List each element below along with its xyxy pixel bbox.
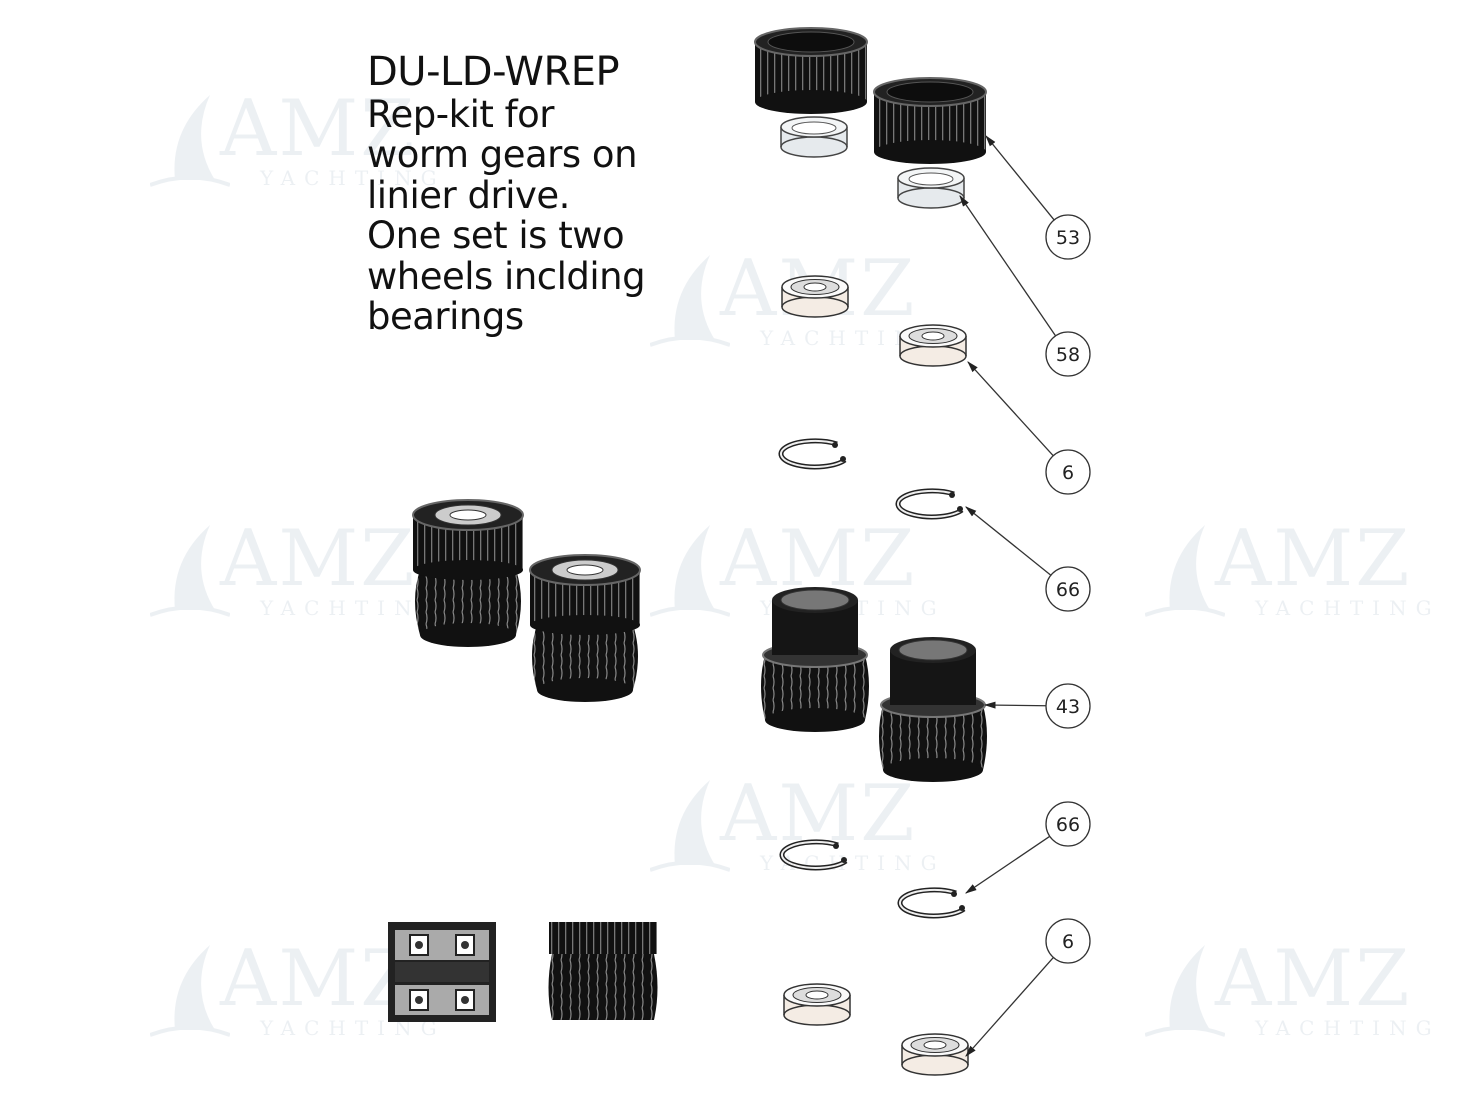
callout-gear-ring: 53 (985, 135, 1091, 260)
callout-circle (1045, 683, 1091, 729)
callout-circle (1045, 331, 1091, 377)
sail-logo-icon (1145, 525, 1225, 617)
circlip-part (782, 842, 847, 868)
description-line: bearings (367, 295, 524, 338)
callout-label: 6 (1062, 462, 1074, 484)
leader-line (985, 135, 1055, 221)
description-line: linier drive. (367, 173, 570, 217)
ball-bearing-part (783, 983, 851, 1026)
watermark-sub: YACHTING (260, 166, 446, 190)
circlip-part (898, 491, 963, 517)
leader-line (965, 506, 1052, 576)
callout-label: 58 (1056, 344, 1080, 366)
watermark-brand: AMZ (1215, 934, 1412, 1024)
circlip-part (900, 890, 965, 916)
callout-label: 53 (1056, 227, 1080, 249)
callout-circle (1045, 449, 1091, 495)
callout-circle (1045, 214, 1091, 260)
watermark-brand: AMZ (220, 934, 417, 1024)
callout-label: 66 (1056, 579, 1080, 601)
leader-line (959, 195, 1057, 337)
watermark-sub: YACHTING (1255, 1016, 1441, 1040)
watermark-sub: YACHTING (260, 596, 446, 620)
description-line: Rep-kit for (367, 92, 555, 136)
spacer-washer-part (897, 167, 965, 209)
title-block: DU-LD-WREP Rep-kit for worm gears on lin… (367, 49, 646, 338)
assembled-wheel (412, 499, 524, 648)
callout-circlip: 66 (965, 506, 1091, 612)
ball-bearing-part (899, 324, 967, 367)
kit-code: DU-LD-WREP (367, 49, 620, 95)
description-line: One set is two (367, 214, 625, 257)
sail-logo-icon (650, 525, 730, 617)
ball-bearing-part (901, 1033, 969, 1076)
sail-logo-icon (650, 780, 730, 872)
leader-line (967, 361, 1054, 457)
leader-line (983, 701, 1047, 709)
watermark-brand: AMZ (220, 84, 417, 174)
description-line: worm gears on (367, 133, 638, 176)
callout-label: 66 (1056, 814, 1080, 836)
sail-logo-icon (650, 255, 730, 347)
worm-wheel-part (878, 636, 988, 783)
worm-wheel-part (760, 586, 870, 733)
leader-line (965, 957, 1054, 1057)
wheel-side-view (548, 922, 658, 1020)
watermark-brand: AMZ (1215, 514, 1412, 604)
description-line: wheels inclding (367, 254, 646, 298)
ball-bearing-part (781, 275, 849, 318)
watermark-sub: YACHTING (1255, 596, 1441, 620)
circlip-part (781, 441, 846, 467)
assembled-wheel (529, 554, 641, 703)
callout-label: 6 (1062, 931, 1074, 953)
callout-label: 43 (1056, 696, 1080, 718)
callout-circle (1045, 801, 1091, 847)
callout-worm-wheel: 43 (983, 683, 1091, 729)
gear-ring-part (754, 27, 868, 115)
sail-logo-icon (150, 525, 230, 617)
callout-circle (1045, 918, 1091, 964)
spacer-washer-part (780, 116, 848, 158)
callout-ball-bearing: 6 (967, 361, 1091, 495)
gear-ring-part (873, 77, 987, 165)
sail-logo-icon (150, 945, 230, 1037)
callout-ball-bearing: 6 (965, 918, 1091, 1057)
callout-circle (1045, 566, 1091, 612)
wheel-cross-section (388, 922, 496, 1022)
callout-spacer-washer: 58 (959, 195, 1091, 377)
watermark-brand: AMZ (220, 514, 417, 604)
leader-line (965, 835, 1051, 894)
callout-circlip: 66 (965, 801, 1091, 894)
sail-logo-icon (150, 95, 230, 187)
sail-logo-icon (1145, 945, 1225, 1037)
